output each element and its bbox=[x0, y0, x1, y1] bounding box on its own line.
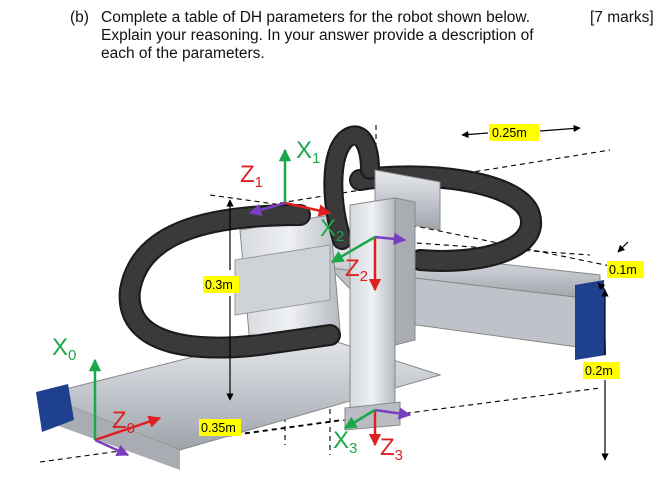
question-number: (b) bbox=[70, 9, 89, 26]
svg-text:0.25m: 0.25m bbox=[492, 126, 527, 140]
dimension-arrows bbox=[226, 124, 629, 461]
cable-chains bbox=[118, 125, 542, 359]
middle-carriage bbox=[234, 214, 341, 346]
axis-label-z1: Z1 bbox=[240, 161, 263, 191]
question-line-2: Explain your reasoning. In your answer p… bbox=[101, 27, 534, 44]
dim-label-03: 0.3m bbox=[203, 276, 239, 293]
frame-3 bbox=[343, 407, 412, 447]
axis-label-x2: X2 bbox=[320, 215, 344, 245]
frame-2 bbox=[330, 232, 407, 292]
frame-0 bbox=[88, 358, 162, 457]
dim-label-01: 0.1m bbox=[607, 261, 644, 278]
dim-label-025: 0.25m bbox=[489, 124, 539, 141]
dim-label-02: 0.2m bbox=[583, 362, 620, 379]
svg-text:0.1m: 0.1m bbox=[609, 263, 637, 277]
question-line-3: each of the parameters. bbox=[101, 45, 265, 62]
axis-label-z2: Z2 bbox=[345, 255, 368, 285]
axis-label-z0: Z0 bbox=[112, 407, 135, 437]
vertical-column bbox=[344, 197, 416, 431]
axis-label-z3: Z3 bbox=[380, 434, 403, 464]
axis-label-x3: X3 bbox=[333, 427, 357, 457]
dim-label-035: 0.35m bbox=[199, 419, 241, 436]
marks-label: [7 marks] bbox=[590, 9, 654, 26]
frame-1 bbox=[248, 148, 332, 217]
question-line-1: Complete a table of DH parameters for th… bbox=[101, 9, 531, 26]
svg-text:0.3m: 0.3m bbox=[205, 278, 233, 292]
axis-label-x0: X0 bbox=[52, 334, 76, 364]
axis-label-x1: X1 bbox=[296, 137, 320, 167]
svg-text:0.2m: 0.2m bbox=[585, 364, 613, 378]
svg-text:0.35m: 0.35m bbox=[201, 421, 236, 435]
